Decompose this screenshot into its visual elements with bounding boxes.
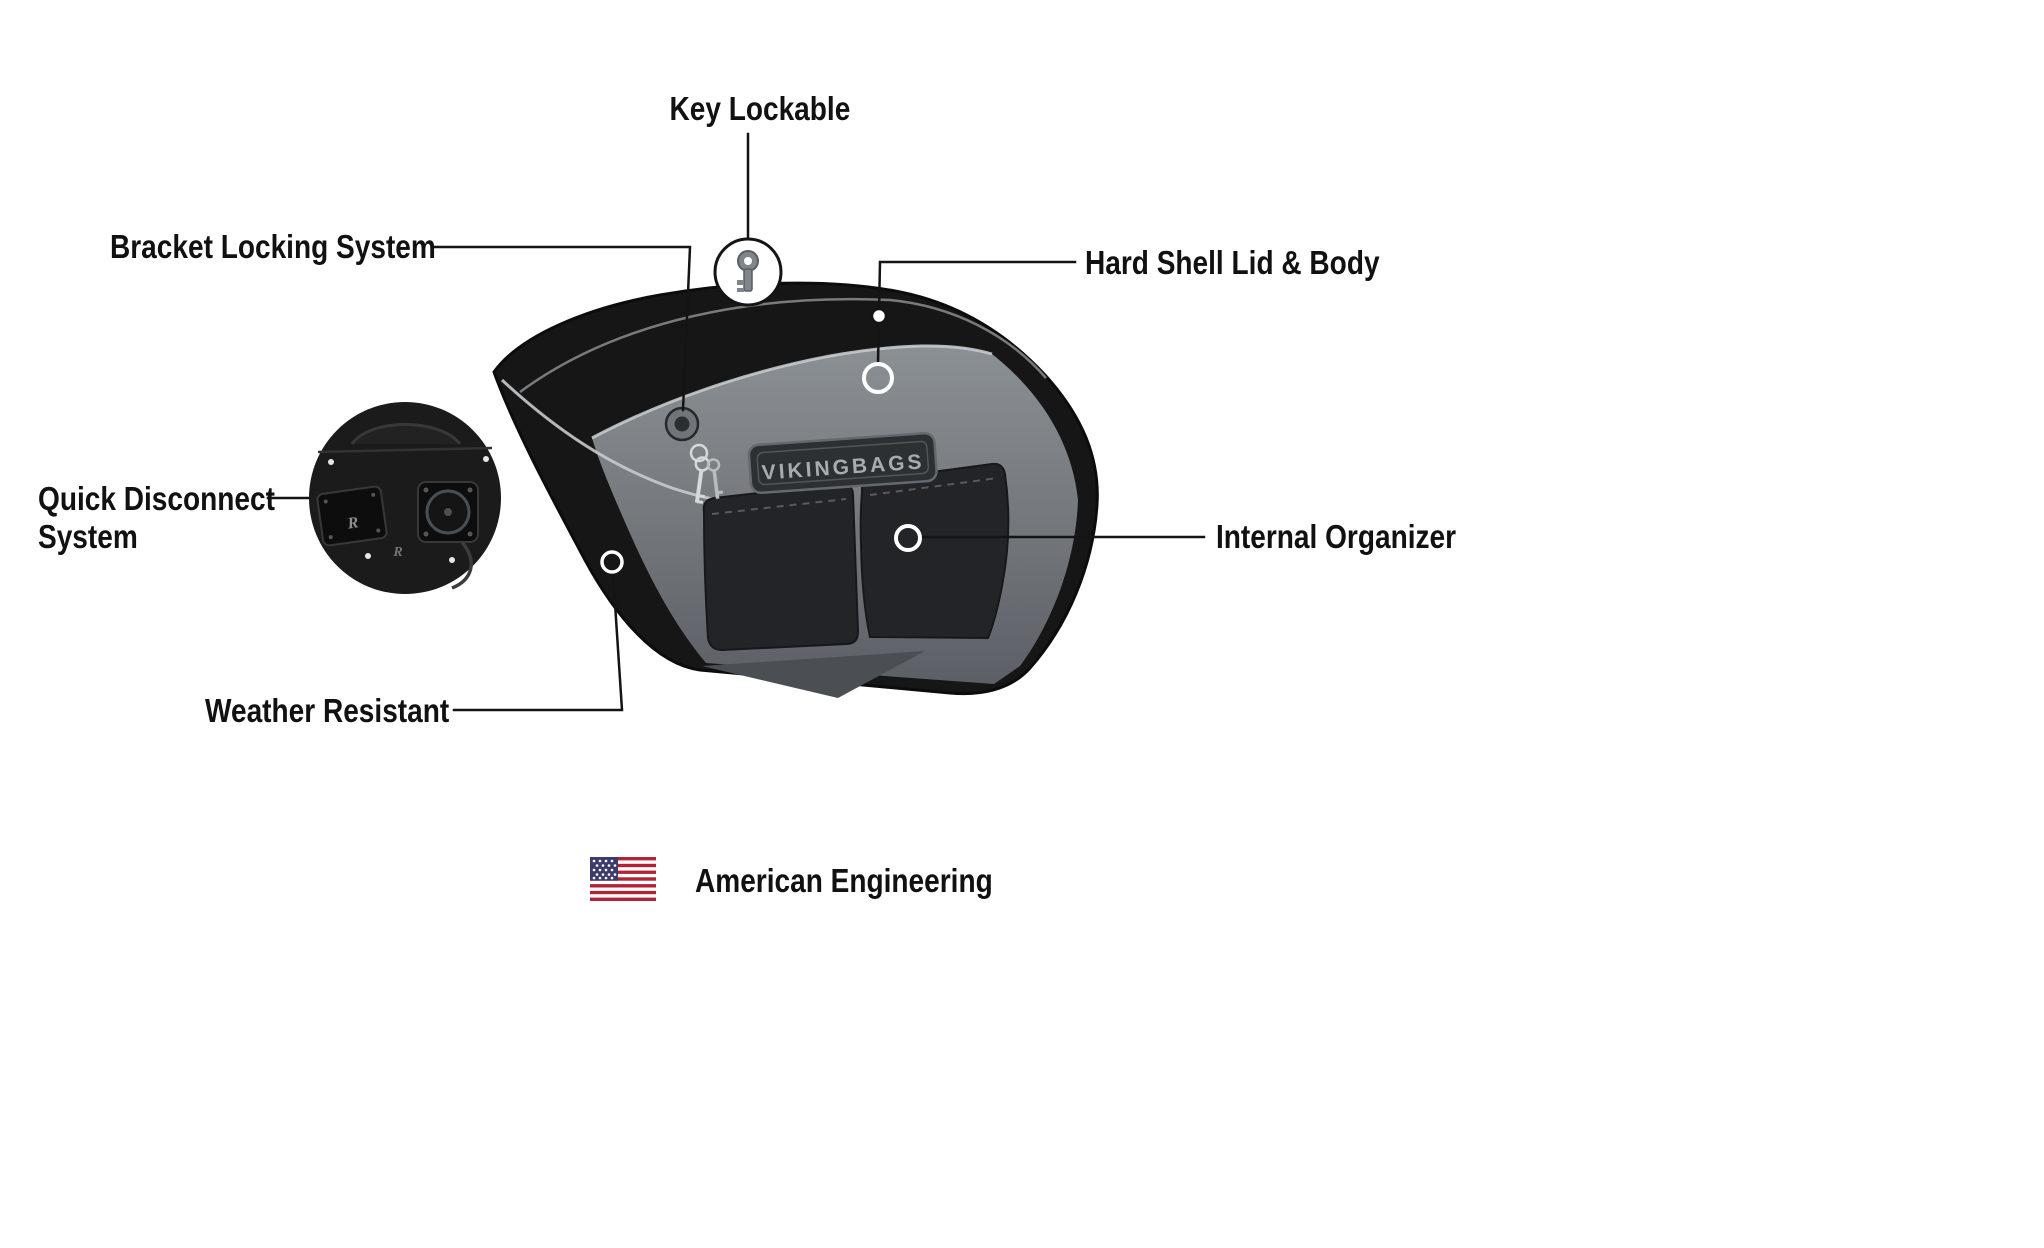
hanging-key-2-icon [706,458,724,499]
inset-screw-3 [365,553,371,559]
keyring-icon [689,443,709,463]
hard-shell-ring-marker [862,362,894,394]
inset-screw-2 [483,456,489,462]
organizer-pocket-right [859,462,1010,640]
inset-panel-line [317,446,493,454]
label-weather-resistant: Weather Resistant [205,692,450,729]
key-lockable-marker [713,237,783,307]
label-american-engineering: American Engineering [695,862,993,899]
inset-screw-4 [449,557,455,563]
inset-screw-1 [328,459,334,465]
organizer-pocket-left [702,482,860,652]
callout-line-hard-shell [876,260,1077,365]
organizer-pocket-right-stitch [869,477,999,496]
weather-resistant-ring-marker [600,550,624,574]
label-quick-disconnect-line1: Quick Disconnect [38,480,275,517]
internal-organizer-ring-marker [894,524,922,552]
inset-bracket-plate-left: R [316,485,388,547]
inset-panel-logo: R [392,545,402,560]
saddlebag-illustration: VIKINGBAGS [492,281,1099,698]
callout-markers [600,237,922,574]
callout-line-weather-resistant [452,571,624,712]
us-flag-icon [590,857,656,901]
bag-bottom-facet [702,651,925,698]
quick-disconnect-inset: R R [309,402,501,594]
lock-icon [664,406,724,504]
callout-lines [266,132,1206,712]
panel-top-seam [591,344,993,440]
callout-line-bracket-locking [431,245,692,412]
inset-back-hump [350,423,462,445]
label-quick-disconnect-line2: System [38,518,138,555]
lid-edge-highlight [519,297,1047,394]
label-internal-organizer: Internal Organizer [1216,518,1457,555]
hard-shell-dot-marker [870,307,888,325]
label-hard-shell-lid-body: Hard Shell Lid & Body [1085,244,1380,281]
organizer-pocket-left-stitch [711,498,847,515]
key-icon [737,250,759,292]
label-quick-disconnect-system: Quick Disconnect System [38,480,275,556]
label-key-lockable: Key Lockable [669,90,851,127]
inset-cable [451,540,473,590]
inset-plate-logo-left: R [346,514,360,533]
vikingbags-badge: VIKINGBAGS [747,432,938,495]
inset-bracket-plate-right [417,481,479,543]
label-bracket-locking-system: Bracket Locking System [110,228,436,265]
